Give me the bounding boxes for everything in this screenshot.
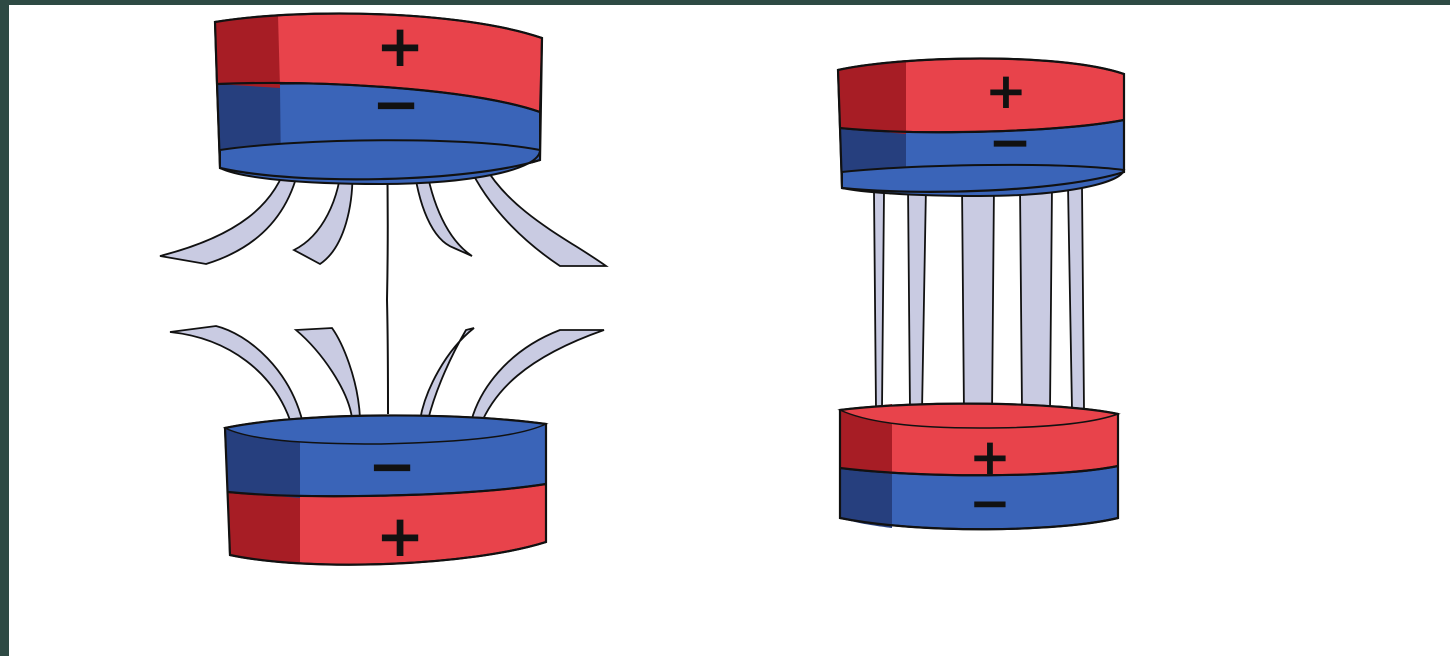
left-bottom-field-lines (170, 300, 604, 428)
field-line (387, 300, 388, 414)
right-pair-attract: + − + − (838, 59, 1124, 533)
field-line (468, 164, 606, 266)
right-bottom-magnet: + − (840, 404, 1118, 532)
north-sign: + (376, 502, 425, 570)
right-field-lines (874, 184, 1084, 416)
north-pole-shade (838, 60, 906, 134)
left-top-magnet: + − (215, 12, 542, 184)
field-line (1020, 186, 1052, 412)
left-pair-repel: + − − + (160, 12, 606, 570)
south-sign: − (969, 474, 1011, 532)
field-line (1068, 186, 1084, 410)
field-line (874, 192, 884, 410)
field-line (296, 328, 360, 418)
left-bottom-magnet: − + (225, 415, 546, 570)
north-pole-shade (215, 15, 280, 88)
south-sign: − (368, 432, 417, 500)
field-line (908, 186, 926, 412)
south-sign: − (372, 70, 421, 138)
north-sign: + (985, 62, 1027, 120)
field-line (470, 330, 604, 426)
south-sign: − (988, 113, 1032, 173)
field-line (962, 184, 994, 416)
field-line (170, 326, 304, 428)
north-pole-shade (228, 490, 300, 563)
right-top-magnet: + − (838, 59, 1124, 197)
field-line (420, 328, 474, 420)
